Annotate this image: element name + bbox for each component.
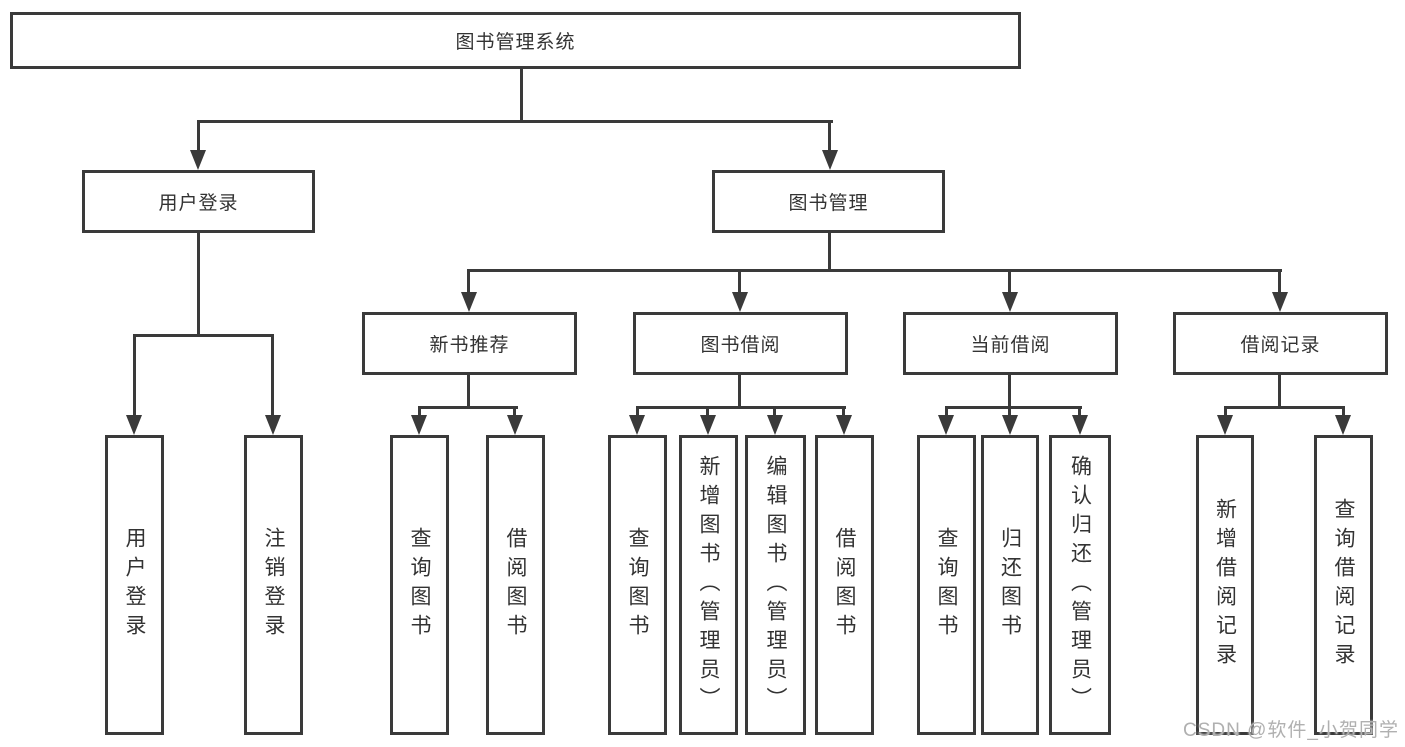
leaf-nbr-query-book: 查询图书 <box>390 435 449 735</box>
leaf-label: 查询图书 <box>626 527 649 643</box>
connector-line <box>636 406 846 409</box>
arrowhead-down-icon <box>1272 292 1288 312</box>
arrowhead-down-icon <box>629 415 645 435</box>
node-book-borrow: 图书借阅 <box>633 312 848 375</box>
leaf-label: 借阅图书 <box>833 527 856 643</box>
arrowhead-down-icon <box>1002 292 1018 312</box>
node-new-book-recommend: 新书推荐 <box>362 312 577 375</box>
leaf-label: 查询图书 <box>408 527 431 643</box>
connector-line <box>197 233 200 336</box>
leaf-nbr-borrow-book: 借阅图书 <box>486 435 545 735</box>
leaf-label: 查询借阅记录 <box>1332 498 1355 672</box>
leaf-bb-borrow-book: 借阅图书 <box>815 435 874 735</box>
leaf-cb-query-book: 查询图书 <box>917 435 976 735</box>
arrowhead-down-icon <box>1217 415 1233 435</box>
node-user-login: 用户登录 <box>82 170 315 233</box>
connector-line <box>1342 406 1345 418</box>
arrowhead-down-icon <box>1002 415 1018 435</box>
arrowhead-down-icon <box>507 415 523 435</box>
leaf-br-add-record: 新增借阅记录 <box>1196 435 1254 735</box>
node-root-system: 图书管理系统 <box>10 12 1021 69</box>
arrowhead-down-icon <box>822 150 838 170</box>
csdn-watermark: CSDN @软件_小贺同学 <box>1183 720 1399 741</box>
leaf-user-login: 用户登录 <box>105 435 164 735</box>
node-borrow-record: 借阅记录 <box>1173 312 1388 375</box>
arrowhead-down-icon <box>411 415 427 435</box>
leaf-cb-confirm-return-admin: 确认归还（管理员） <box>1049 435 1111 735</box>
leaf-label: 新增借阅记录 <box>1213 498 1237 672</box>
leaf-bb-query-book: 查询图书 <box>608 435 667 735</box>
connector-line <box>133 334 136 418</box>
leaf-cb-return-book: 归还图书 <box>981 435 1039 735</box>
connector-line <box>738 375 741 408</box>
connector-line <box>828 120 831 153</box>
arrowhead-down-icon <box>732 292 748 312</box>
leaf-br-query-record: 查询借阅记录 <box>1314 435 1373 735</box>
leaf-label: 新增图书（管理员） <box>697 454 720 716</box>
leaf-label: 用户登录 <box>123 527 146 643</box>
leaf-label: 编辑图书（管理员） <box>764 454 787 716</box>
connector-line <box>197 120 833 123</box>
connector-line <box>520 68 523 123</box>
connector-line <box>271 334 274 418</box>
connector-line <box>1278 269 1281 295</box>
arrowhead-down-icon <box>1072 415 1088 435</box>
connector-line <box>133 334 274 337</box>
connector-line <box>418 406 421 418</box>
connector-line <box>706 406 709 418</box>
connector-line <box>1278 375 1281 408</box>
connector-line <box>418 406 518 409</box>
connector-line <box>828 233 831 272</box>
leaf-label: 注销登录 <box>262 527 285 643</box>
leaf-logout: 注销登录 <box>244 435 303 735</box>
leaf-bb-edit-book-admin: 编辑图书（管理员） <box>745 435 806 735</box>
leaf-label: 借阅图书 <box>504 527 527 643</box>
arrowhead-down-icon <box>126 415 142 435</box>
connector-line <box>1008 406 1011 418</box>
connector-line <box>1224 406 1345 409</box>
connector-line <box>773 406 776 418</box>
connector-line <box>197 120 200 153</box>
connector-line <box>1224 406 1227 418</box>
leaf-label: 查询图书 <box>935 527 958 643</box>
connector-line <box>513 406 516 418</box>
arrowhead-down-icon <box>461 292 477 312</box>
connector-line <box>468 269 1282 272</box>
leaf-label: 归还图书 <box>998 527 1022 643</box>
connector-line <box>467 269 470 295</box>
arrowhead-down-icon <box>767 415 783 435</box>
arrowhead-down-icon <box>700 415 716 435</box>
arrowhead-down-icon <box>1335 415 1351 435</box>
connector-line <box>636 406 639 418</box>
node-current-borrow: 当前借阅 <box>903 312 1118 375</box>
node-book-management: 图书管理 <box>712 170 945 233</box>
connector-line <box>467 375 470 408</box>
connector-line <box>738 269 741 295</box>
leaf-bb-add-book-admin: 新增图书（管理员） <box>679 435 738 735</box>
arrowhead-down-icon <box>265 415 281 435</box>
connector-line <box>1008 375 1011 408</box>
leaf-label: 确认归还（管理员） <box>1068 454 1092 716</box>
connector-line <box>1078 406 1081 418</box>
connector-line <box>945 406 948 418</box>
arrowhead-down-icon <box>836 415 852 435</box>
connector-line <box>842 406 845 418</box>
connector-line <box>1008 269 1011 295</box>
arrowhead-down-icon <box>938 415 954 435</box>
arrowhead-down-icon <box>190 150 206 170</box>
connector-line <box>945 406 1082 409</box>
